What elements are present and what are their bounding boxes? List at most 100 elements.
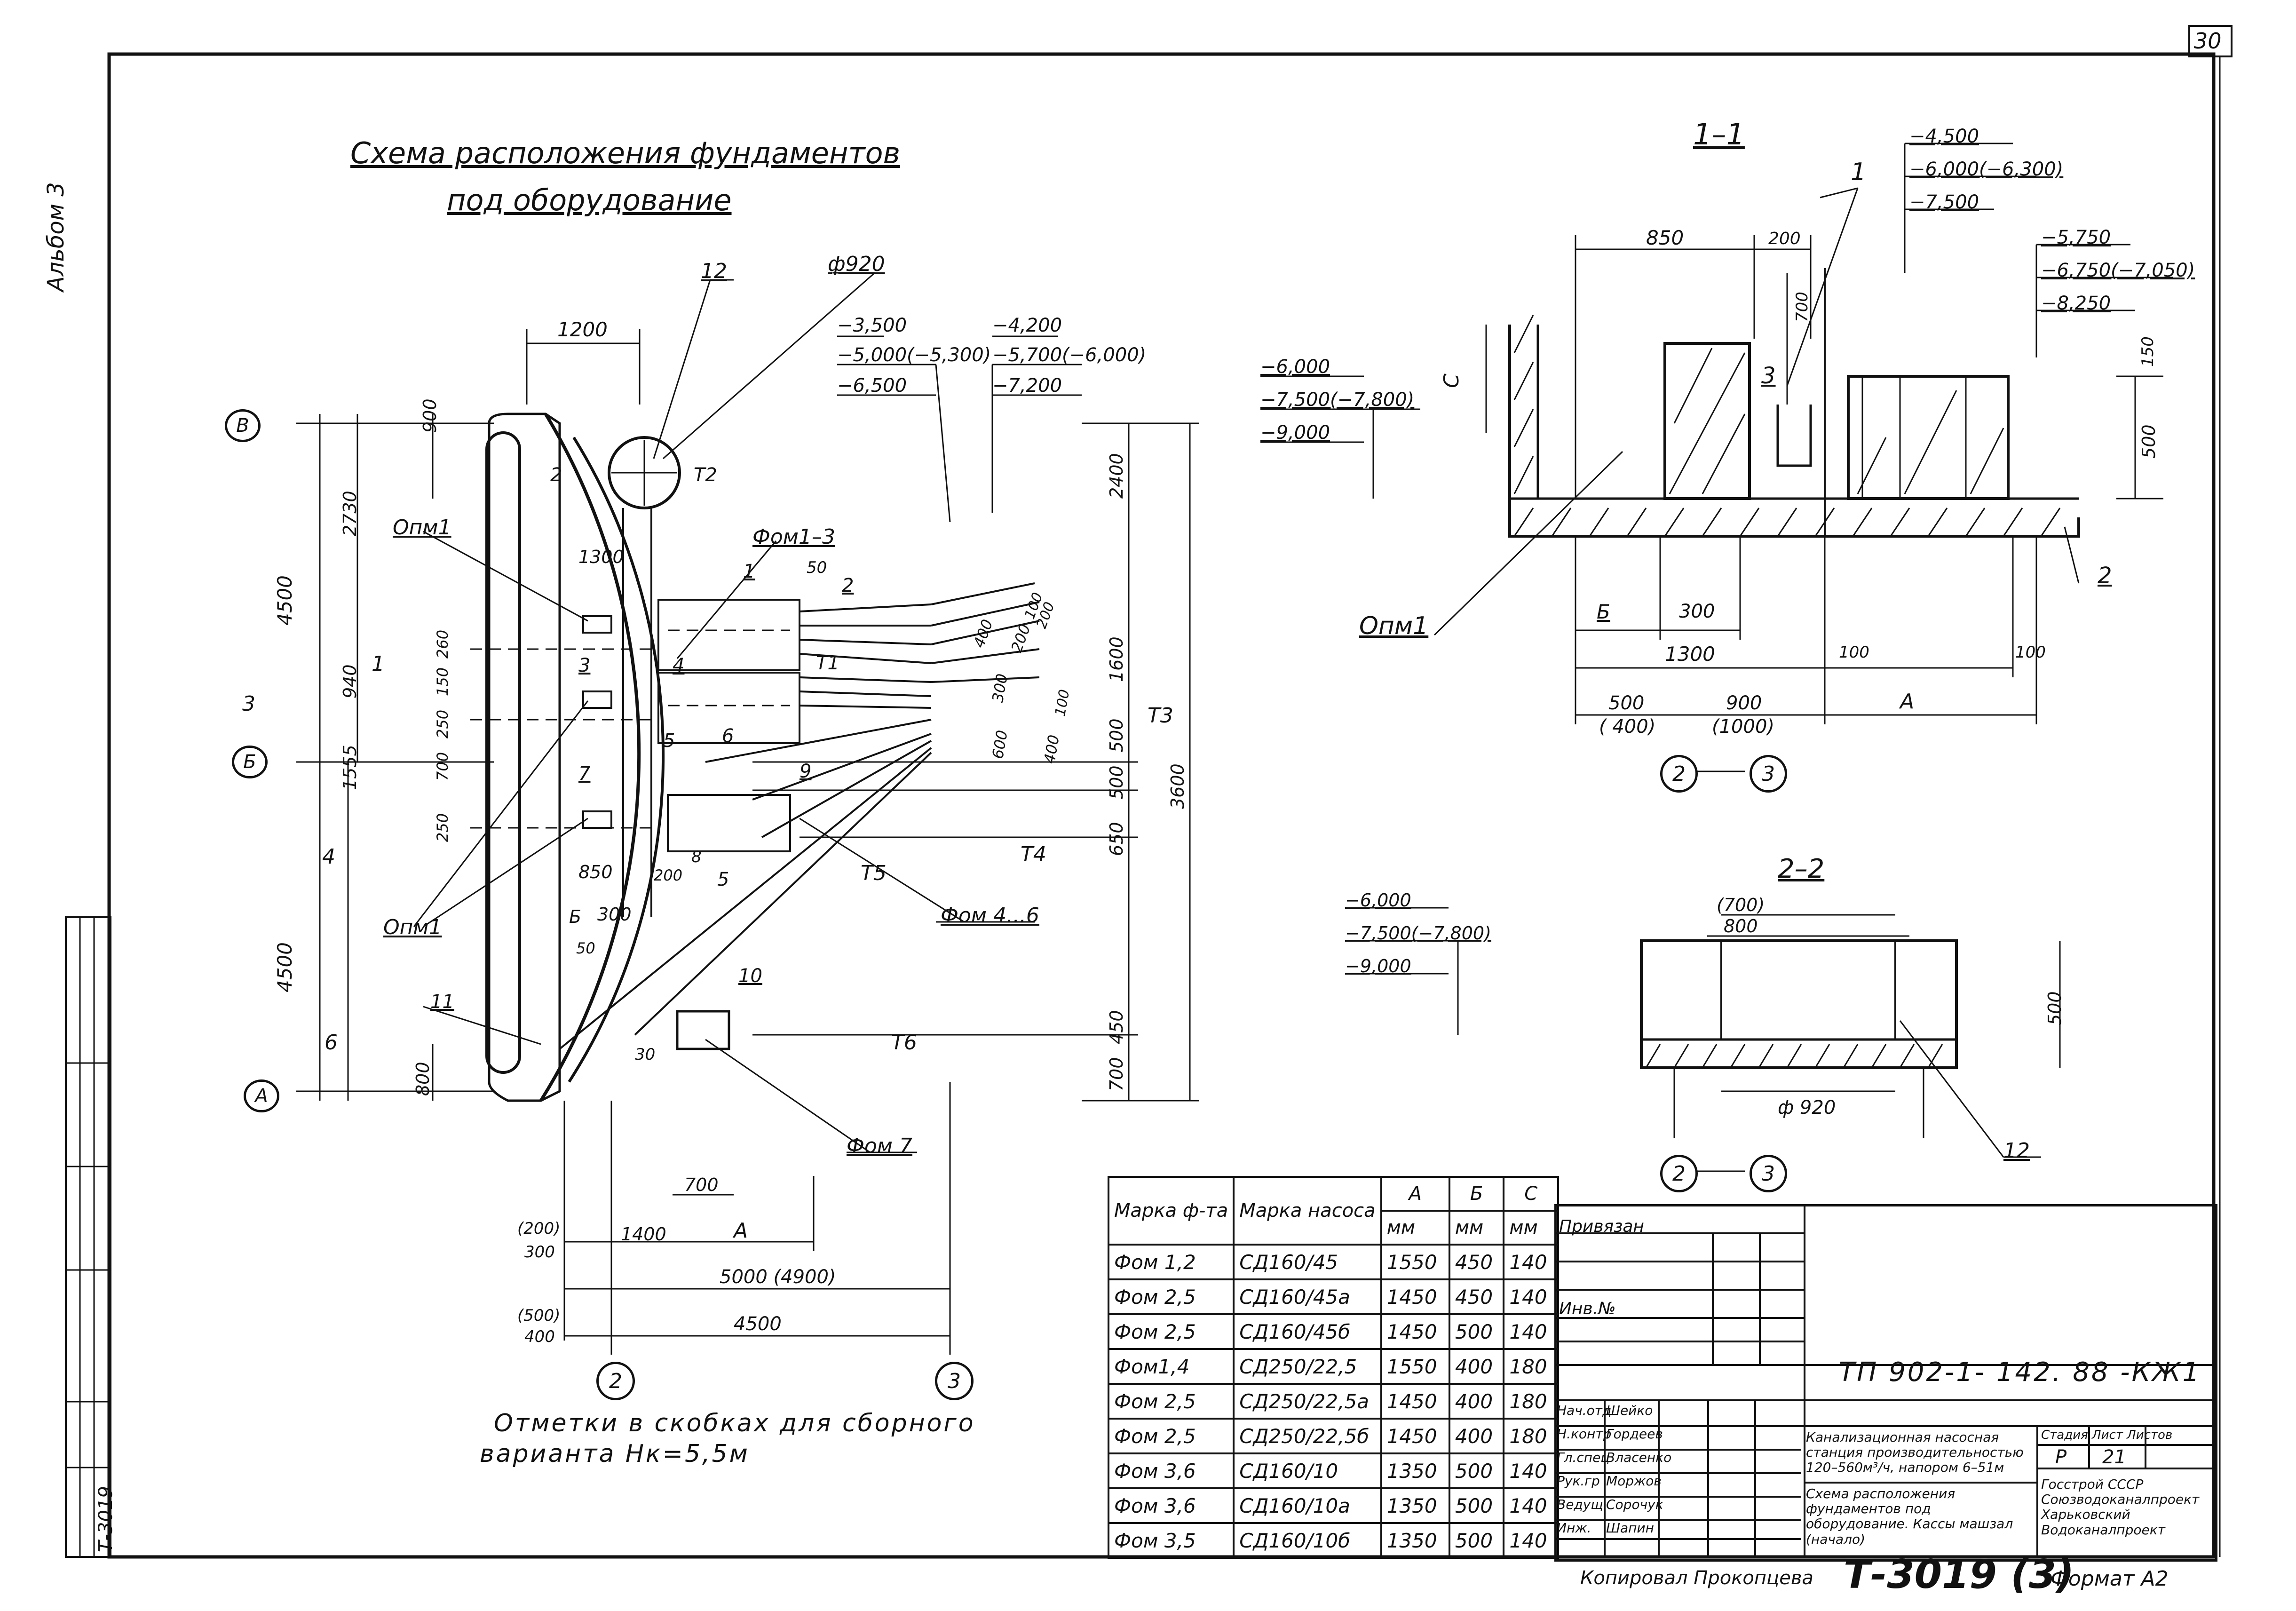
cell: 180	[1503, 1348, 1559, 1385]
header-b: Б	[1448, 1176, 1505, 1212]
s11-elev-9000-left: −9,000	[1260, 422, 1330, 444]
dim-600: 600	[989, 729, 1012, 761]
axis-bubble-v: В	[225, 409, 261, 442]
cell: Фом 1,2	[1107, 1244, 1235, 1280]
section-2-2-title: 2–2	[1778, 854, 1825, 884]
axis-bubble-2: 2	[596, 1362, 635, 1400]
cell: СД160/10б	[1233, 1522, 1382, 1559]
dim-250: 250	[434, 709, 451, 738]
cut-mark-t6: Т6	[891, 1031, 917, 1055]
cut-mark-3-left: 3	[242, 692, 255, 716]
s11-dim-c: С	[1440, 373, 1464, 388]
s11-label-2: 2	[2098, 563, 2112, 589]
cut-mark-t4: Т4	[1021, 842, 1046, 866]
s11-dim-1000: (1000)	[1712, 716, 1775, 738]
cell: 1550	[1380, 1244, 1450, 1280]
tb-stage: Р	[2055, 1446, 2067, 1468]
tb-inv: Инв.№	[1559, 1299, 1616, 1318]
s11-axis-2: 2	[1660, 755, 1698, 793]
unit-b: мм	[1448, 1210, 1505, 1246]
cell: СД160/10	[1233, 1452, 1382, 1489]
cut-mark-t3: Т3	[1148, 704, 1173, 728]
axis-bubble-3: 3	[935, 1362, 974, 1400]
label-12: 12	[701, 259, 727, 283]
unit-a: мм	[1380, 1210, 1450, 1246]
header-pump-mark: Марка насоса	[1233, 1176, 1382, 1246]
sheet-number: 30	[2194, 28, 2222, 54]
cell: 140	[1503, 1487, 1559, 1524]
label-n11: 11	[430, 991, 454, 1013]
s11-label-opm1: Опм1	[1359, 612, 1429, 640]
tb-role-4: Ведущ	[1557, 1497, 1603, 1512]
tb-name-4: Сорочук	[1606, 1497, 1663, 1512]
dim-50b: 50	[807, 558, 827, 577]
cell: 450	[1448, 1244, 1505, 1280]
dim-4500-bot: 4500	[273, 942, 296, 992]
footer-format: Формат А2	[2051, 1567, 2169, 1591]
dim-3600: 3600	[1167, 763, 1188, 809]
cell: 400	[1448, 1418, 1505, 1454]
dim-850: 850	[578, 862, 613, 882]
label-opm1-bottom: Опм1	[383, 915, 442, 939]
s11-dim-100a: 100	[1839, 643, 1869, 662]
dim-500-paren: (500)	[517, 1306, 561, 1325]
cell: 450	[1448, 1278, 1505, 1315]
s11-dim-b: Б	[1597, 600, 1610, 623]
dim-450: 450	[1106, 1010, 1127, 1044]
dim-400b: 400	[1040, 733, 1063, 765]
axis-bubble-b: Б	[232, 746, 268, 778]
side-stamp-code: Т-3019	[95, 1486, 117, 1552]
dim-250b: 250	[434, 813, 451, 842]
cell: Фом 2,5	[1107, 1383, 1235, 1420]
label-fom4-6: Фом 4...6	[941, 904, 1039, 928]
table-units-row: мм мм мм	[1108, 1210, 1559, 1246]
cell: 1350	[1380, 1487, 1450, 1524]
elev-7200: −7,200	[992, 375, 1062, 397]
label-n8: 8	[691, 848, 702, 866]
label-n1: 1	[743, 561, 755, 582]
cell: Фом 3,6	[1107, 1487, 1235, 1524]
dim-300c: 300	[524, 1243, 555, 1262]
dim-900: 900	[420, 398, 440, 433]
dim-200-paren: (200)	[517, 1219, 561, 1238]
header-a: А	[1380, 1176, 1450, 1212]
dim-1600: 1600	[1106, 636, 1127, 682]
tb-name-0: Шейко	[1606, 1403, 1653, 1418]
s22-axis-3: 3	[1750, 1155, 1787, 1192]
tb-doc-code: ТП 902-1- 142. 88 -КЖ1	[1839, 1357, 2201, 1388]
cut-mark-5-left: 5	[717, 869, 729, 890]
cell: 500	[1448, 1522, 1505, 1559]
label-n6: 6	[722, 725, 734, 747]
tb-role-0: Нач.отд	[1557, 1403, 1612, 1418]
s11-dim-500: 500	[2138, 424, 2159, 459]
sheet-number-box	[2188, 25, 2233, 57]
cell: 400	[1448, 1383, 1505, 1420]
label-n7: 7	[578, 763, 591, 785]
s22-elev-9000: −9,000	[1345, 956, 1411, 976]
footer-stamp: Т-3019 (3)	[1844, 1551, 2074, 1597]
s22-elev-7500: −7,500(−7,800)	[1345, 923, 1491, 944]
s11-dim-a: А	[1900, 690, 1915, 714]
cell: Фом 3,5	[1107, 1522, 1235, 1559]
s11-dim-150: 150	[2138, 336, 2157, 367]
section-1-1-title: 1–1	[1693, 117, 1745, 151]
cell: 140	[1503, 1452, 1559, 1489]
cut-mark-4-left: 4	[322, 845, 335, 869]
cell: СД160/10а	[1233, 1487, 1382, 1524]
tb-role-5: Инж.	[1557, 1520, 1591, 1536]
dim-200: 200	[654, 866, 683, 884]
s11-dim-300: 300	[1679, 601, 1715, 622]
tb-sheet-title: Схема расположения фундаментов под обору…	[1806, 1486, 2013, 1547]
cut-mark-t5: Т5	[861, 861, 887, 885]
s11-dim-1300: 1300	[1665, 643, 1715, 666]
elev-6500: −6,500	[837, 375, 907, 397]
label-n5: 5	[663, 730, 675, 752]
s11-dim-900: 900	[1726, 692, 1762, 714]
title-block	[1554, 1204, 2217, 1562]
dim-50: 50	[576, 939, 595, 957]
